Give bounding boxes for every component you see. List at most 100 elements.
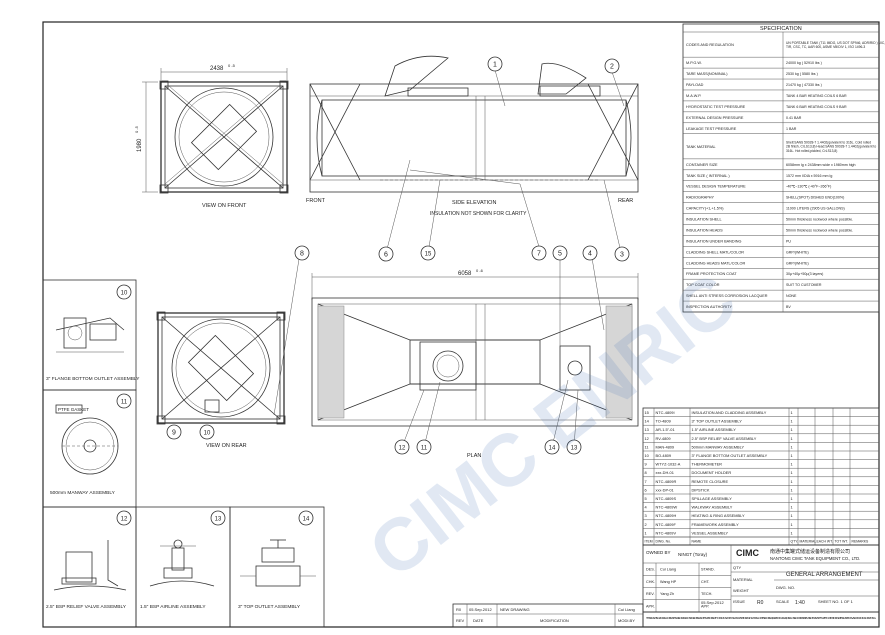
bom-cell: 9	[645, 462, 647, 467]
bom-cell: 1	[791, 419, 793, 424]
spec-value: TANK 6 BAR HEATING COILS 9 BAR	[786, 105, 847, 109]
rev-header-by: MODI.BY	[618, 618, 635, 623]
bom-cell: 1	[791, 427, 793, 432]
spec-row: INSULATION HEADS 50mm thickness rockwool …	[683, 228, 879, 236]
svg-text:6: 6	[384, 252, 388, 259]
spec-label: RADIOGRAPHY	[686, 196, 715, 200]
svg-text:14: 14	[303, 517, 310, 523]
svg-text:7: 7	[537, 251, 541, 258]
spec-label: LEAKAGE TEST PRESSURE	[686, 127, 737, 131]
spec-row: TANK SIZE ( INTERNAL ) 1572 mm I/DIA x 59…	[683, 174, 879, 181]
svg-text:14: 14	[549, 446, 556, 452]
detail-bottom-outlet: 10 3" FLANGE BOTTOM OUTLET ASSEMBLY	[46, 284, 140, 382]
spec-label: TANK SIZE ( INTERNAL )	[686, 174, 730, 178]
bom-header: DWG. No.	[656, 540, 672, 544]
bom-cell: 3	[645, 513, 647, 518]
plan-view-label: PLAN	[467, 453, 481, 459]
leader-lines	[273, 69, 625, 448]
spec-row: CAPACITY(+1,+1.5%)11000 LITERS (2905 US …	[683, 207, 879, 214]
signoff-field: CHT.	[701, 580, 709, 584]
spec-value: SHELL(SPOT) DISHED END(100%)	[786, 196, 844, 200]
balloon-9: 9	[166, 424, 182, 440]
signoff-field: STAND.	[701, 568, 715, 572]
bom-cell: 1	[791, 513, 793, 518]
bom-header: QTY.	[791, 540, 799, 544]
rev-header-rev: REV	[456, 618, 465, 623]
bom-cell: 1	[791, 462, 793, 467]
confidentiality-notice: THIS DRAWING AND ALL COPIES THEREOF ARE …	[646, 616, 877, 620]
rev-header-date: DATE	[473, 618, 484, 623]
bom-cell: INSULATION AND CLADDING ASSEMBLY	[692, 410, 767, 415]
svg-text:0 -5: 0 -5	[228, 63, 236, 68]
bom-cell: WALKWAY ASSEMBLY	[692, 505, 733, 510]
bom-cell: 5	[645, 496, 647, 501]
bom-cell: xxx-DH-01	[656, 470, 674, 475]
revision-description: NEW DRAWING	[500, 607, 530, 612]
balloon-2: 2	[604, 58, 620, 74]
spec-row: VESSEL DESIGN TEMPERATURE-40℃~130℃ (-40°…	[683, 185, 879, 192]
svg-text:11: 11	[421, 446, 428, 452]
front-height-dimension: 1980	[137, 138, 143, 152]
bom-header: TOT WT.	[835, 540, 848, 544]
spec-value: BV	[786, 305, 791, 309]
spec-value: 50mm thickness rockwool where possible.	[786, 228, 853, 232]
bom-cell: 1	[791, 470, 793, 475]
spec-value: SUIT TO CUSTOMER	[786, 283, 822, 287]
detail-relief-valve: 12 2.5" BSP RELIEF VALVE ASSEMBLY	[46, 510, 132, 610]
balloon-15: 15	[420, 245, 436, 261]
spec-label: CONTAINER SIZE	[686, 163, 718, 167]
bom-cell: FRAMEWORK ASSEMBLY	[692, 522, 740, 527]
spec-row: M.A.W.P.TANK 4 BAR HEATING COILS 6 BAR	[683, 94, 879, 102]
balloon-6: 6	[378, 246, 394, 262]
balloon-3: 3	[614, 246, 630, 262]
svg-text:13: 13	[215, 517, 222, 523]
spec-label: CODES AND REGULATION	[686, 43, 734, 47]
bom-cell: 1	[791, 410, 793, 415]
rear-view-label: VIEW ON REAR	[206, 443, 247, 449]
bom-cell: WTYZ-1032-A	[656, 462, 681, 467]
detail-panels: 10 3" FLANGE BOTTOM OUTLET ASSEMBLY 11 P…	[42, 279, 325, 628]
bom-cell: REMOTE CLOSURE	[692, 479, 729, 484]
spec-label: INSULATION HEADS	[686, 228, 723, 232]
bom-cell: DOCUMENT HOLDER	[692, 470, 732, 475]
bom-cell: SPILLAGE ASSEMBLY	[692, 496, 733, 501]
spec-value: 6058mm lg x 2438mm wide x 1980mm high	[786, 163, 856, 167]
bom-cell: MAN-4809	[656, 444, 675, 449]
balloon-8: 8	[294, 245, 310, 261]
spec-title: SPECIFICATION	[760, 26, 802, 32]
svg-text:0 -6: 0 -6	[476, 268, 484, 273]
bom-cell: 1	[645, 530, 647, 535]
spec-value: 1572 mm I/DIA x 5916 mm lg	[786, 174, 832, 178]
balloon-14: 14	[544, 439, 560, 455]
bom-cell: 1	[791, 479, 793, 484]
spec-row: TARE MASS(NOMINAL)2530 kg ( 5580 lbs )	[683, 72, 879, 80]
balloon-10: 10	[199, 424, 215, 440]
bom-cell: HEATING & RING ASSEMBLY	[692, 513, 745, 518]
bom-cell: 500mm MANWAY ASSEMBLY	[692, 444, 745, 449]
spec-label: TARE MASS(NOMINAL)	[686, 72, 728, 76]
signoff-role: DES.	[646, 568, 655, 572]
issue-label: ISSUE	[733, 599, 745, 604]
svg-text:13: 13	[571, 446, 578, 452]
bom-header: ITEM	[645, 540, 653, 544]
spec-label: TANK MATERIAL	[686, 145, 716, 149]
bom-cell: THERMOMETER	[692, 462, 723, 467]
bom-cell: 6	[645, 487, 647, 492]
spec-label: M.P.G.W.	[686, 61, 702, 65]
bom-cell: NTC-4809V	[656, 530, 677, 535]
spec-value: TANK 4 BAR HEATING COILS 6 BAR	[786, 94, 847, 98]
